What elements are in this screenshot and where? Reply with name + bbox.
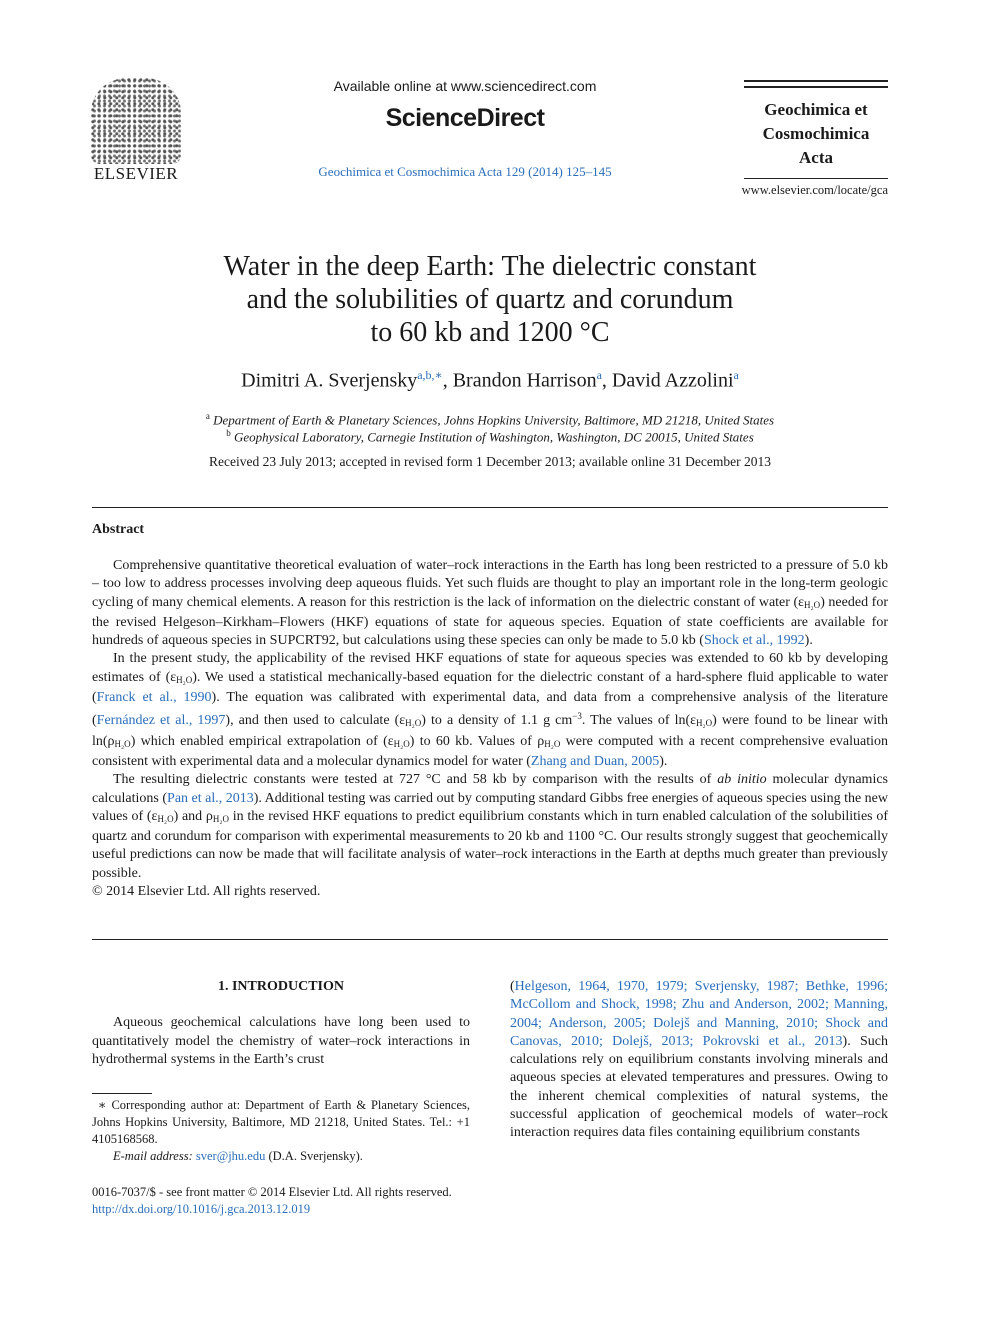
- citation-link[interactable]: Pan et al., 2013: [167, 790, 254, 806]
- article-history: Received 23 July 2013; accepted in revis…: [209, 454, 771, 469]
- doi-link[interactable]: http://dx.doi.org/10.1016/j.gca.2013.12.…: [92, 1201, 311, 1216]
- corresponding-author: ∗ Corresponding author at: Department of…: [92, 1098, 470, 1146]
- journal-rule-top-2: [744, 86, 888, 88]
- abstract-body: Comprehensive quantitative theoretical e…: [92, 557, 888, 901]
- footnote-rule: [92, 1093, 152, 1094]
- front-matter: 0016-7037/$ - see front matter © 2014 El…: [92, 1184, 592, 1217]
- abstract-heading: Abstract: [92, 522, 145, 537]
- body-paragraph: Aqueous geochemical calculations have lo…: [92, 1015, 470, 1067]
- body-right-column: (Helgeson, 1964, 1970, 1979; Sverjensky,…: [510, 979, 888, 1141]
- article-title: Water in the deep Earth: The dielectric …: [223, 251, 757, 348]
- section-heading: 1. INTRODUCTION: [217, 979, 344, 994]
- email-label: E-mail address:: [113, 1149, 193, 1163]
- journal-url: www.elsevier.com/locate/gca: [741, 183, 888, 197]
- available-online: Available online at www.sciencedirect.co…: [333, 78, 597, 94]
- affiliation: a Department of Earth & Planetary Scienc…: [205, 411, 775, 428]
- journal-reference-link[interactable]: Geochimica et Cosmochimica Acta 129 (201…: [318, 164, 612, 179]
- citation-link[interactable]: Zhang and Duan, 2005: [530, 753, 660, 769]
- elsevier-tree-icon: [91, 78, 181, 164]
- citation-link[interactable]: Shock et al., 1992: [703, 633, 805, 649]
- author-affiliation-marker[interactable]: a: [733, 368, 739, 382]
- journal-rule-top: [744, 80, 888, 82]
- abstract-copyright: © 2014 Elsevier Ltd. All rights reserved…: [92, 884, 321, 900]
- body-left-column: 1. INTRODUCTION Aqueous geochemical calc…: [92, 978, 470, 1069]
- journal-title-box: Geochimica et Cosmochimica Acta: [744, 80, 888, 179]
- abstract-paragraph: In the present study, the applicability …: [92, 651, 888, 769]
- elsevier-logo: ELSEVIER: [86, 78, 186, 183]
- issn-line: 0016-7037/$ - see front matter © 2014 El…: [92, 1185, 452, 1199]
- publisher-name: ELSEVIER: [93, 164, 179, 183]
- citation-link[interactable]: Helgeson, 1964, 1970, 1979; Sverjensky, …: [510, 979, 888, 1049]
- divider: [92, 939, 888, 940]
- author-list: Dimitri A. Sverjenskya,b,∗, Brandon Harr…: [241, 368, 739, 392]
- abstract-paragraph: Comprehensive quantitative theoretical e…: [92, 558, 888, 649]
- citation-link[interactable]: Fernández et al., 1997: [96, 713, 226, 729]
- email-link[interactable]: sver@jhu.edu: [195, 1149, 266, 1163]
- footnote: ∗ Corresponding author at: Department of…: [92, 1098, 470, 1163]
- journal-name: Geochimica et Cosmochimica Acta: [762, 100, 870, 167]
- citation-link[interactable]: Franck et al., 1990: [96, 690, 212, 706]
- journal-rule-bottom: [744, 178, 888, 179]
- abstract-paragraph: The resulting dielectric constants were …: [92, 772, 889, 881]
- author-affiliation-marker[interactable]: a,b,∗: [417, 368, 443, 382]
- author-name[interactable]: Brandon Harrison: [452, 369, 597, 392]
- author-name[interactable]: David Azzolini: [611, 369, 734, 392]
- sciencedirect-logo: ScienceDirect: [385, 104, 545, 132]
- divider: [92, 507, 888, 508]
- author-name[interactable]: Dimitri A. Sverjensky: [241, 369, 418, 392]
- affiliation: b Geophysical Laboratory, Carnegie Insti…: [226, 428, 754, 445]
- author-affiliation-marker[interactable]: a: [596, 368, 602, 382]
